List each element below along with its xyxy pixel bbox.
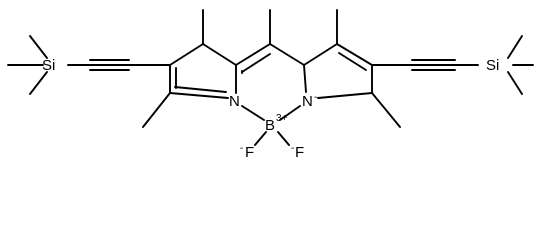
bond-left-c2-n-double — [174, 86, 227, 93]
atom-n-right-charge: - — [314, 92, 317, 103]
right-pyrrole-ring — [303, 9, 401, 128]
bond-right-c4-c3-double — [338, 52, 367, 71]
atom-n-right: N — [302, 93, 313, 110]
atom-si-left: Si — [42, 57, 55, 74]
bond-left-c3-c4 — [169, 43, 204, 66]
bond-n-right-boron — [279, 105, 301, 121]
bond-si-right-methyl-top — [507, 35, 523, 59]
bond-si-right-methyl-bottom — [507, 71, 523, 95]
atom-n-left: N — [229, 93, 240, 110]
bond-left-c2-methyl — [142, 92, 171, 128]
bond-left-c4-c5 — [202, 43, 237, 66]
meso-bridge — [235, 9, 305, 73]
bond-right-c2-methyl — [371, 92, 401, 128]
bond-right-c4-c3 — [336, 43, 373, 66]
atom-si-right: Si — [486, 57, 499, 74]
atom-f-right: F — [295, 144, 304, 161]
bond-si-left-methyl-top — [29, 35, 48, 59]
bf2-core — [241, 105, 301, 146]
bond-right-c5-n — [303, 64, 307, 93]
bodipy-structure-diagram: Si Si N N - B 3+ - F - F — [7, 9, 534, 161]
bond-left-c2-n — [169, 92, 229, 99]
bond-left-c5-meso — [235, 43, 271, 66]
bond-boron-f-left — [254, 131, 267, 146]
left-trimethylsilyl-group — [7, 35, 171, 95]
right-trimethylsilyl-group — [371, 35, 534, 95]
left-pyrrole-ring — [142, 9, 243, 128]
bond-left-c5-meso-double — [241, 53, 271, 73]
atom-f-left: F — [245, 144, 254, 161]
bond-si-left-methyl-bottom — [29, 71, 48, 95]
atom-f-right-charge: - — [291, 143, 294, 154]
atom-f-left-charge: - — [240, 143, 243, 154]
bond-boron-f-right — [277, 131, 290, 146]
bond-n-left-boron — [241, 105, 265, 121]
bond-right-c2-n — [317, 92, 373, 99]
atom-boron-charge: 3+ — [276, 113, 288, 124]
bond-right-c5-c4 — [303, 43, 338, 66]
atom-boron: B — [265, 117, 275, 134]
bond-meso-right-c5 — [269, 43, 305, 66]
